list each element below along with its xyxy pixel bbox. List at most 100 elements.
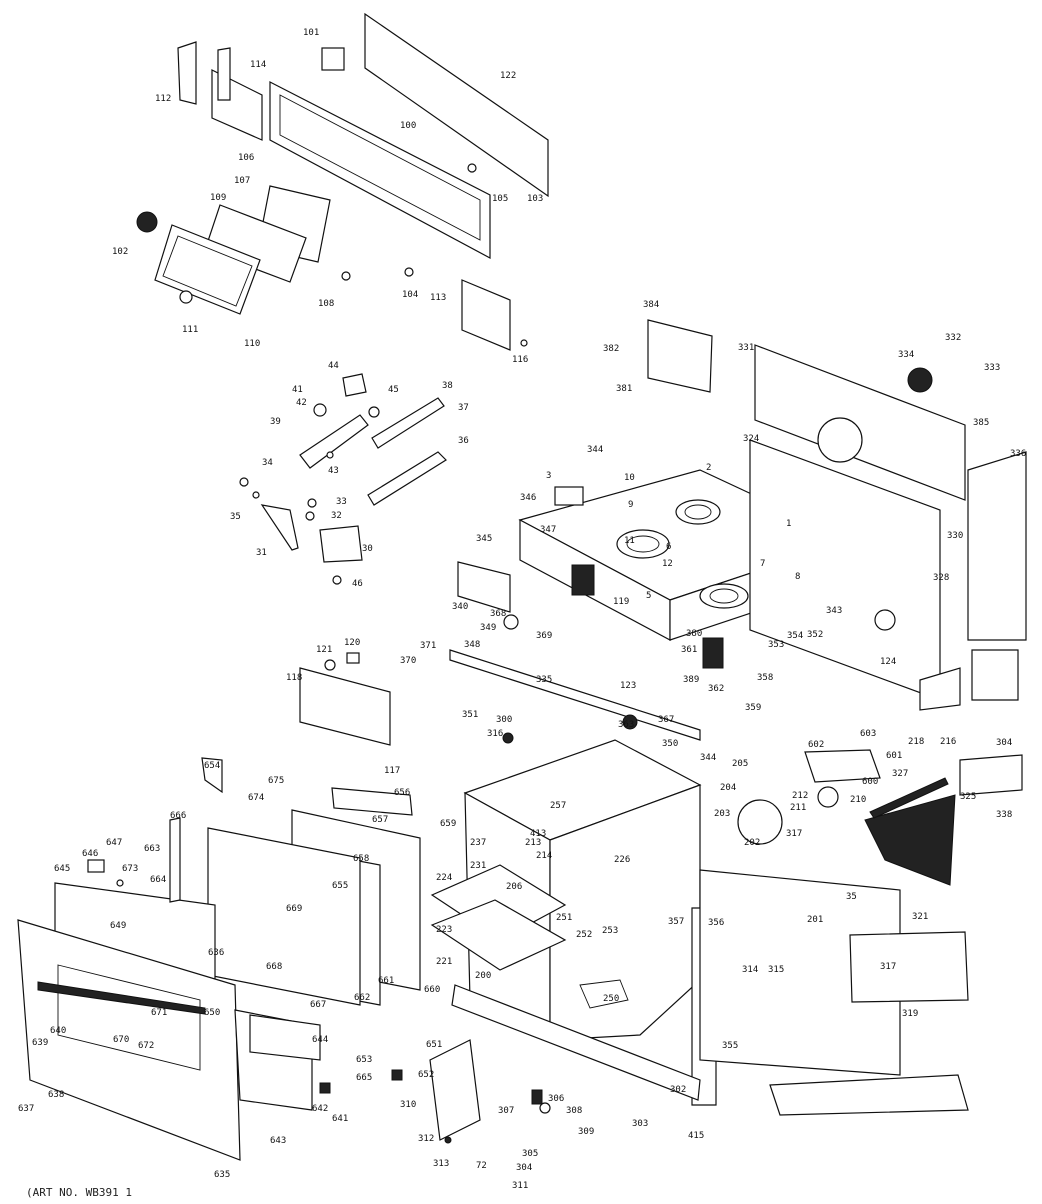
label-114: 114 [250, 60, 266, 70]
label-328: 328 [933, 573, 949, 583]
left-cap-2 [217, 47, 231, 101]
label-637: 637 [18, 1104, 34, 1114]
label-221: 221 [436, 957, 452, 967]
label-5: 5 [646, 591, 651, 601]
door-handle-672 [37, 981, 206, 1015]
label-381: 381 [616, 384, 632, 394]
label-45: 45 [388, 385, 399, 395]
label-350: 350 [662, 739, 678, 749]
label-118: 118 [286, 673, 302, 683]
label-116: 116 [512, 355, 528, 365]
label-106: 106 [238, 153, 254, 163]
fan-opening [817, 417, 863, 463]
label-661: 661 [378, 976, 394, 986]
label-332: 332 [945, 333, 961, 343]
latch-bar-36 [367, 451, 447, 506]
bracket-304 [971, 649, 1019, 701]
label-205: 205 [732, 759, 748, 769]
thermostat-124 [874, 609, 896, 631]
label-117: 117 [384, 766, 400, 776]
label-303: 303 [632, 1119, 648, 1129]
label-218: 218 [908, 737, 924, 747]
label-331: 331 [738, 343, 754, 353]
label-2: 2 [706, 463, 711, 473]
part-120 [346, 652, 360, 664]
label-237: 237 [470, 838, 486, 848]
label-7: 7 [760, 559, 765, 569]
label-658: 658 [353, 854, 369, 864]
plate-210 [817, 786, 839, 808]
label-346: 346 [520, 493, 536, 503]
label-600: 600 [862, 777, 878, 787]
label-35b: 35 [846, 892, 857, 902]
clip-108 [341, 271, 351, 281]
label-640: 640 [50, 1026, 66, 1036]
screw-116 [520, 339, 528, 347]
label-102: 102 [112, 247, 128, 257]
window-plate-117 [299, 667, 391, 746]
label-311: 311 [512, 1181, 528, 1191]
label-309: 309 [578, 1127, 594, 1137]
label-344: 344 [587, 445, 603, 455]
burner-1-front [699, 583, 749, 609]
label-370: 370 [400, 656, 416, 666]
label-361: 361 [681, 645, 697, 655]
switch-44 [342, 373, 367, 397]
misc-components [299, 649, 701, 746]
label-41: 41 [292, 385, 303, 395]
part-32 [305, 511, 315, 521]
label-315: 315 [768, 965, 784, 975]
gasket-327 [869, 777, 949, 819]
label-335: 335 [536, 675, 552, 685]
label-306: 306 [548, 1094, 564, 1104]
label-352: 352 [807, 630, 823, 640]
door-panel-658 [207, 827, 361, 1006]
label-325: 325 [960, 792, 976, 802]
label-300: 300 [496, 715, 512, 725]
back-panel-331 [754, 344, 966, 501]
label-371: 371 [420, 641, 436, 651]
label-652: 652 [418, 1070, 434, 1080]
label-253: 253 [602, 926, 618, 936]
label-317b: 317 [880, 962, 896, 972]
hinge-310 [429, 1039, 481, 1141]
label-203: 203 [714, 809, 730, 819]
oven-cavity [429, 739, 969, 1144]
latch-bar-37 [371, 397, 445, 449]
label-38: 38 [442, 381, 453, 391]
part-43 [326, 451, 334, 459]
label-8: 8 [795, 572, 800, 582]
label-415: 415 [688, 1131, 704, 1141]
plate-338 [959, 754, 1023, 796]
label-312: 312 [418, 1134, 434, 1144]
label-9: 9 [628, 500, 633, 510]
label-357: 357 [668, 917, 684, 927]
label-122: 122 [500, 71, 516, 81]
side-panel-336 [967, 451, 1027, 641]
rail-349 [449, 649, 701, 741]
label-349: 349 [480, 623, 496, 633]
burner-11 [616, 529, 670, 559]
label-353: 353 [768, 640, 784, 650]
label-211: 211 [790, 803, 806, 813]
label-103: 103 [527, 194, 543, 204]
label-310: 310 [400, 1100, 416, 1110]
label-250: 250 [603, 994, 619, 1004]
control-housing [269, 81, 491, 260]
label-343: 343 [826, 606, 842, 616]
label-344b: 344 [700, 753, 716, 763]
label-120: 120 [344, 638, 360, 648]
label-336: 336 [1010, 449, 1026, 459]
timer-box [321, 47, 345, 71]
oven-liner-side [549, 784, 701, 1041]
label-670: 670 [113, 1035, 129, 1045]
label-119: 119 [613, 597, 629, 607]
label-666: 666 [170, 811, 186, 821]
insulation-325 [864, 794, 956, 886]
label-105: 105 [492, 194, 508, 204]
screw-673 [116, 879, 124, 887]
label-204: 204 [720, 783, 736, 793]
knob-363 [622, 714, 638, 730]
label-109: 109 [210, 193, 226, 203]
block-652 [391, 1069, 403, 1081]
